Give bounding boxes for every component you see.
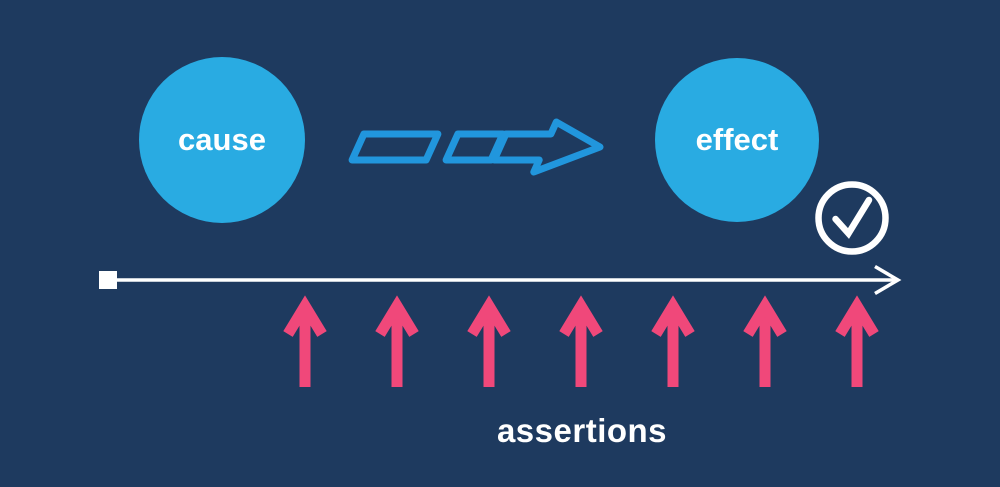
up-arrow-icon [467,295,511,387]
effect-label: effect [695,122,779,157]
cause-node: cause [139,57,305,223]
check-circle-icon [815,181,889,255]
up-arrow-icon [283,295,327,387]
up-arrow-icon [743,295,787,387]
up-arrow-icon [559,295,603,387]
square-marker-icon [99,271,117,289]
cause-label: cause [178,122,266,157]
up-arrow-icon [375,295,419,387]
dashed-skewed-right-arrow-icon [348,118,604,176]
assertions-label: assertions [496,412,668,449]
up-arrow-icon [835,295,879,387]
timeline-right-arrow-icon [108,264,902,296]
assertion-arrows-group [283,295,879,387]
effect-node: effect [655,58,819,222]
up-arrow-icon [651,295,695,387]
